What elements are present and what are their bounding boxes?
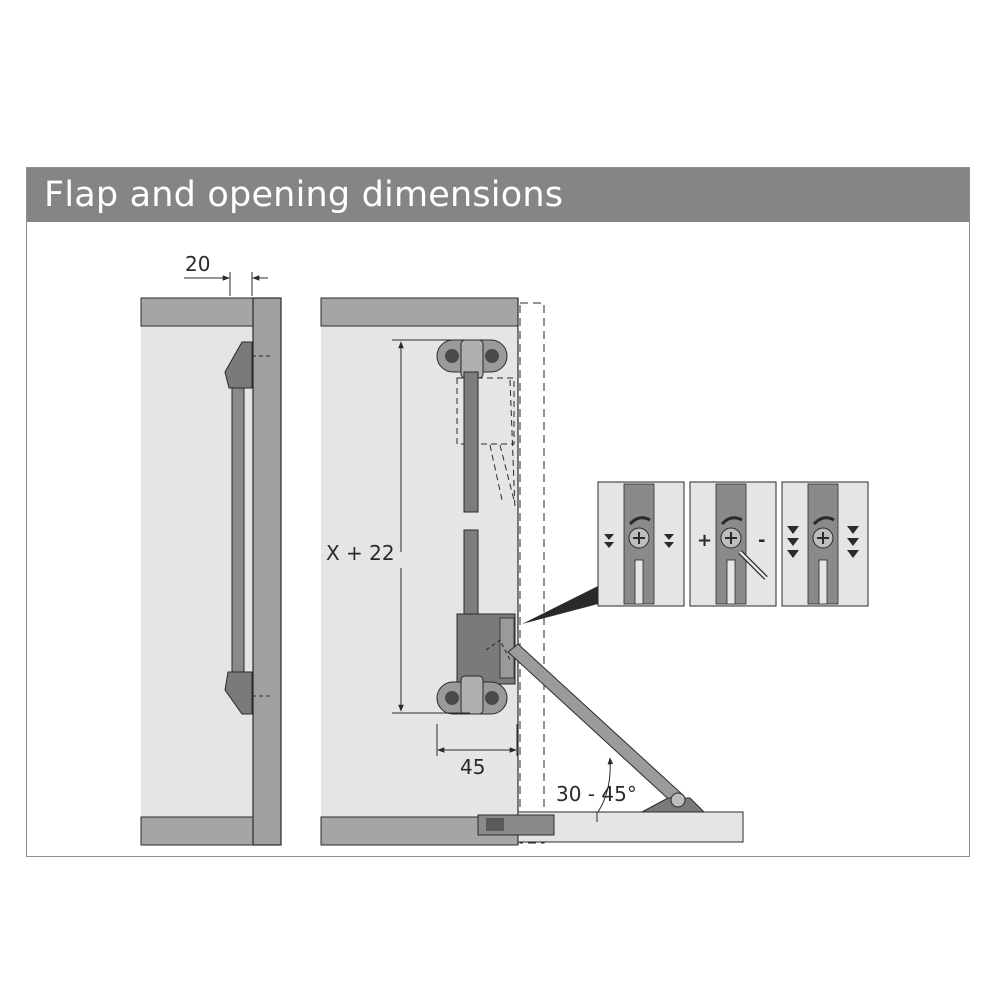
dim-offset-label: 45 <box>460 755 485 779</box>
adjust-panel-3 <box>781 481 869 607</box>
dim-height-label: X + 22 <box>326 541 395 565</box>
side-panel <box>321 298 518 845</box>
adjust-plus-label: + <box>697 530 712 551</box>
front-bottom-board <box>140 816 256 846</box>
dim-angle-label: 30 - 45° <box>556 782 637 806</box>
side-stay-rod-lower <box>463 529 479 621</box>
dim-width-label: 20 <box>185 252 210 276</box>
front-top-board <box>140 297 256 327</box>
front-stay-rod <box>231 384 245 676</box>
section-title: Flap and opening dimensions <box>27 168 969 222</box>
side-view: X + 22 45 30 - 45° <box>320 297 744 846</box>
flap-outline-dashed <box>519 302 545 844</box>
front-view: 20 <box>140 252 282 846</box>
side-stay-rod-upper <box>463 371 479 513</box>
front-upper-fitting <box>224 341 253 389</box>
front-lower-fitting <box>224 671 253 715</box>
adjust-minus-label: - <box>758 530 765 551</box>
adjust-panel-1 <box>597 481 685 607</box>
lower-mounting-plate <box>436 675 508 715</box>
side-top-board <box>320 297 519 327</box>
front-side-board <box>252 297 282 846</box>
adjust-panel-2: + - <box>689 481 777 607</box>
callout-pointer <box>522 586 598 624</box>
